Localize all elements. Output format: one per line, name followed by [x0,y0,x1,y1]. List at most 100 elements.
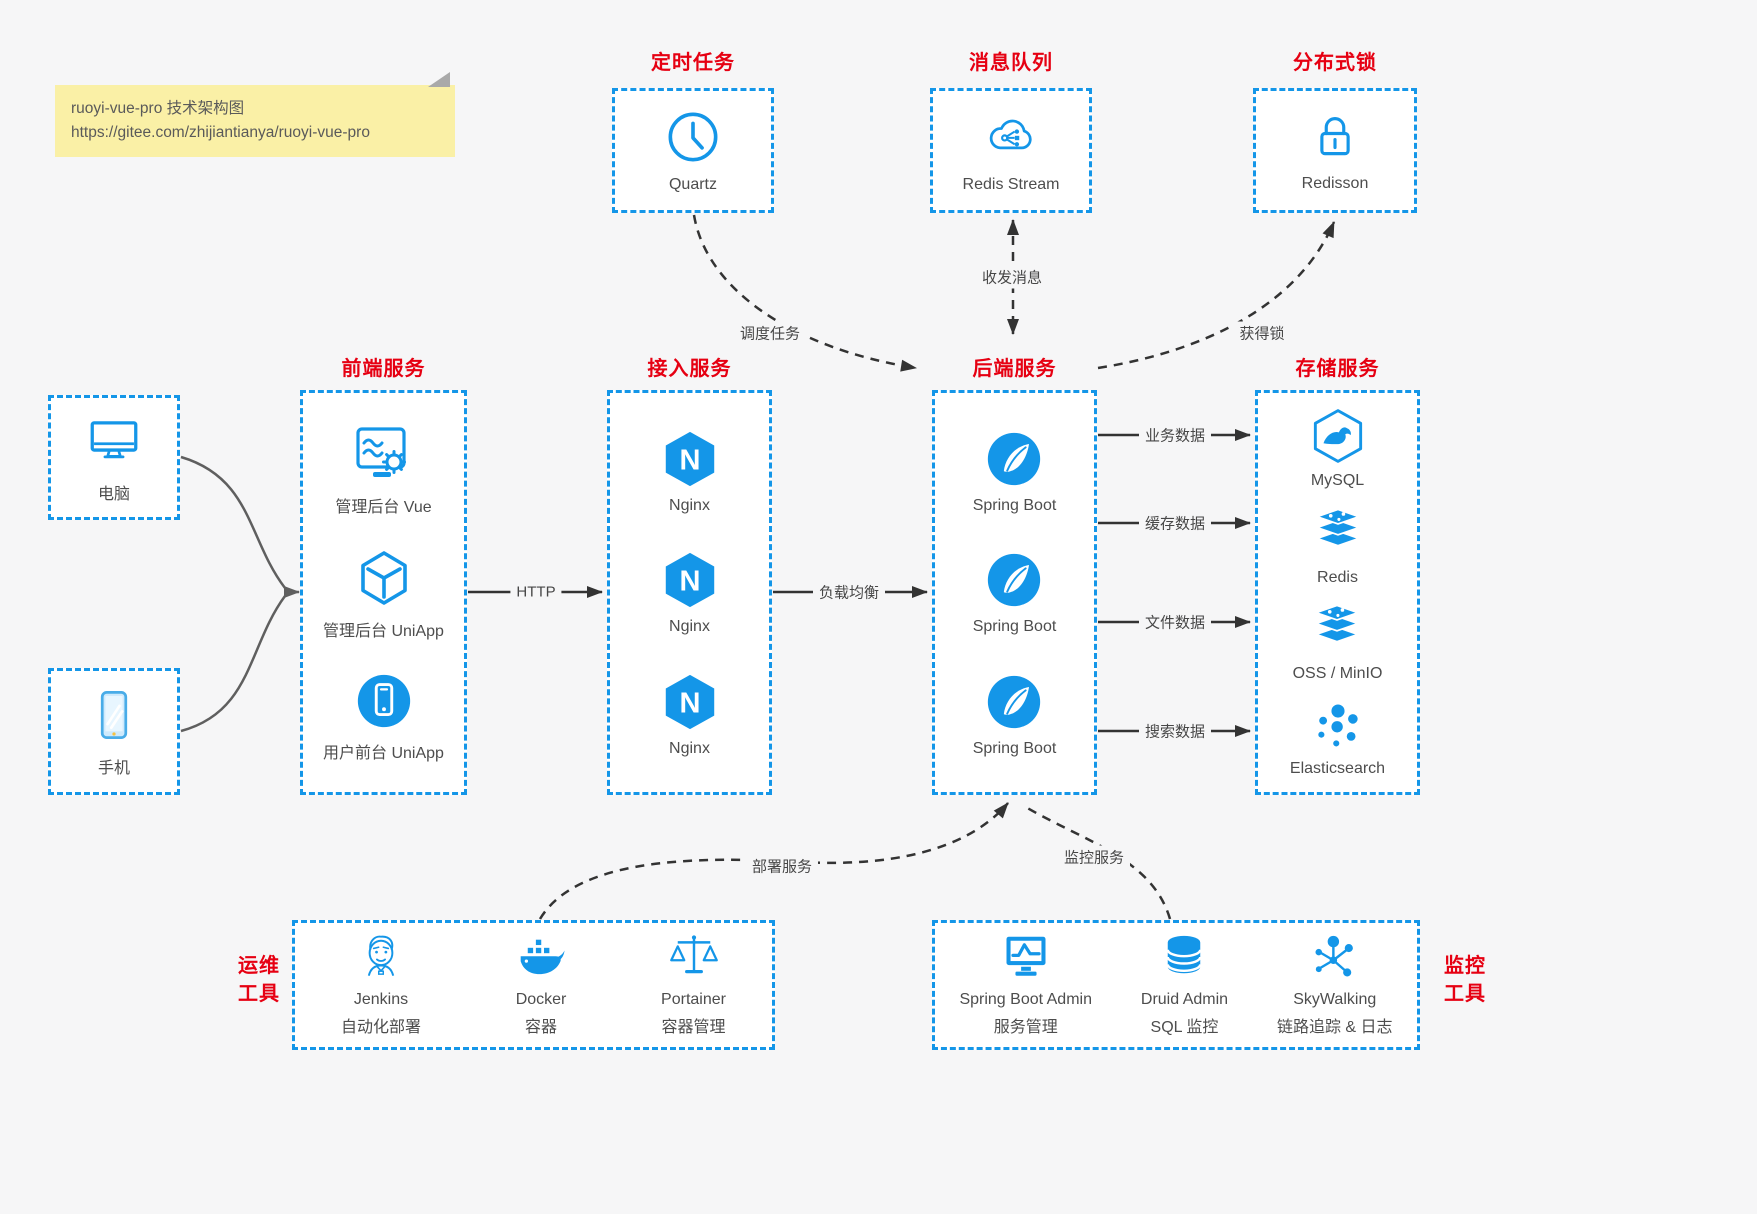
uniapp-cube-icon [352,546,416,610]
jenkins-icon [355,931,407,983]
skywalking-label: SkyWalking [1293,990,1377,1008]
user-app-icon [353,670,415,732]
access-services-box: N Nginx N Nginx N Nginx [607,390,772,795]
nginx-node: N Nginx [659,549,721,636]
portainer-label: Portainer [661,990,726,1008]
monitor-tools-box: Spring Boot Admin 服务管理 Druid Admin SQL 监… [932,920,1420,1050]
nginx-icon: N [659,671,721,733]
mobile-icon [85,686,143,744]
redis-stack-icon [1309,504,1367,562]
ops-tools-box: Jenkins 自动化部署 Docker 容器 [292,920,775,1050]
redis-stack-icon [1308,600,1366,658]
mobile-client-label: 手机 [97,759,130,777]
spring-boot-icon [983,428,1045,490]
mysql-node: MySQL [1309,407,1367,490]
mysql-icon [1309,407,1367,465]
pc-client-label: 电脑 [97,485,130,503]
frontend-services-box: 管理后台 Vue 管理后台 UniApp 用户前台 UniApp [300,390,467,795]
redisson-box: Redisson [1253,88,1417,213]
quartz-label: Quartz [668,175,717,193]
docker-label: Docker [515,990,567,1008]
docker-icon [513,931,569,983]
druid-admin-sublabel: SQL 监控 [1150,1019,1219,1036]
spring-boot-node: Spring Boot [973,671,1056,758]
elasticsearch-label: Elasticsearch [1289,760,1386,778]
spring-boot-icon [983,549,1045,611]
admin-uniapp-label: 管理后台 UniApp [323,623,444,640]
storage-services-box: MySQL Redis [1255,390,1420,795]
edge-label-send-receive-message: 收发消息 [975,265,1049,289]
nginx-label: Nginx [669,496,710,514]
nginx-node: N Nginx [659,671,721,758]
user-uniapp-label: 用户前台 UniApp [323,745,444,762]
sticky-note: ruoyi-vue-pro 技术架构图 https://gitee.com/zh… [55,72,455,157]
quartz-box: Quartz [612,88,774,213]
spring-boot-admin-node: Spring Boot Admin 服务管理 [959,931,1092,1039]
svg-text:N: N [679,687,700,719]
pc-client-box: 电脑 [48,395,180,520]
elasticsearch-icon [1310,697,1366,753]
group-title-scheduled-task: 定时任务 [651,52,735,74]
portainer-node: Portainer 容器管理 [661,931,726,1039]
svg-text:N: N [679,444,700,476]
spring-boot-node: Spring Boot [973,428,1056,515]
admin-vue-label: 管理后台 Vue [335,499,432,516]
nginx-node: N Nginx [659,428,721,515]
jenkins-sublabel: 自动化部署 [341,1019,422,1036]
portainer-icon [667,931,721,983]
nginx-label: Nginx [669,739,710,757]
elasticsearch-node: Elasticsearch [1290,697,1385,778]
admin-uniapp-node: 管理后台 UniApp [323,546,444,641]
spring-boot-admin-sublabel: 服务管理 [993,1019,1058,1036]
admin-vue-icon [350,422,416,486]
edge-label-acquire-lock: 获得锁 [1233,321,1291,345]
spring-boot-label: Spring Boot [972,618,1057,635]
redis-stream-label: Redis Stream [962,175,1060,193]
edge-label-monitor-service: 监控服务 [1057,845,1131,869]
docker-node: Docker 容器 [513,931,569,1039]
nginx-label: Nginx [669,618,710,635]
column-title-backend: 后端服务 [972,358,1057,380]
edge-label-deploy-service: 部署服务 [745,854,819,878]
svg-text:N: N [679,566,700,598]
edge-label-file-data: 文件数据 [1138,610,1212,634]
redis-label: Redis [1317,568,1358,586]
edge-label-business-data: 业务数据 [1138,423,1212,447]
spring-boot-node: Spring Boot [972,549,1057,636]
portainer-sublabel: 容器管理 [661,1019,726,1036]
druid-icon [1158,931,1210,983]
redis-node: Redis [1309,504,1367,587]
nginx-icon: N [659,428,721,490]
column-title-frontend: 前端服务 [341,358,426,380]
redisson-label: Redisson [1301,174,1369,192]
edge-label-schedule-task: 调度任务 [733,321,807,345]
note-fold-corner [428,72,450,87]
lock-icon [1307,109,1363,165]
group-title-message-queue: 消息队列 [969,52,1053,74]
jenkins-label: Jenkins [353,990,409,1008]
skywalking-sublabel: 链路追踪 & 日志 [1276,1019,1393,1036]
skywalking-icon [1309,931,1361,983]
redis-stream-cloud-icon [981,108,1041,166]
nginx-icon: N [659,549,721,611]
column-title-storage: 存储服务 [1295,358,1380,380]
edge-label-cache-data: 缓存数据 [1138,511,1212,535]
edge-label-search-data: 搜索数据 [1138,719,1212,743]
spring-boot-admin-icon [998,931,1054,983]
ops-tools-side-label: 运维 工具 [238,955,280,1005]
note-url: https://gitee.com/zhijiantianya/ruoyi-vu… [71,124,370,142]
oss-minio-node: OSS / MinIO [1292,600,1383,683]
docker-sublabel: 容器 [525,1019,558,1036]
oss-minio-label: OSS / MinIO [1292,665,1383,683]
note-title: ruoyi-vue-pro 技术架构图 [71,100,245,117]
jenkins-node: Jenkins 自动化部署 [341,931,421,1039]
admin-vue-node: 管理后台 Vue [335,422,432,517]
mysql-label: MySQL [1310,471,1365,489]
druid-admin-label: Druid Admin [1140,990,1229,1008]
spring-boot-admin-label: Spring Boot Admin [959,990,1092,1008]
druid-admin-node: Druid Admin SQL 监控 [1141,931,1228,1039]
redis-stream-box: Redis Stream [930,88,1092,213]
edge-label-http: HTTP [510,582,562,602]
